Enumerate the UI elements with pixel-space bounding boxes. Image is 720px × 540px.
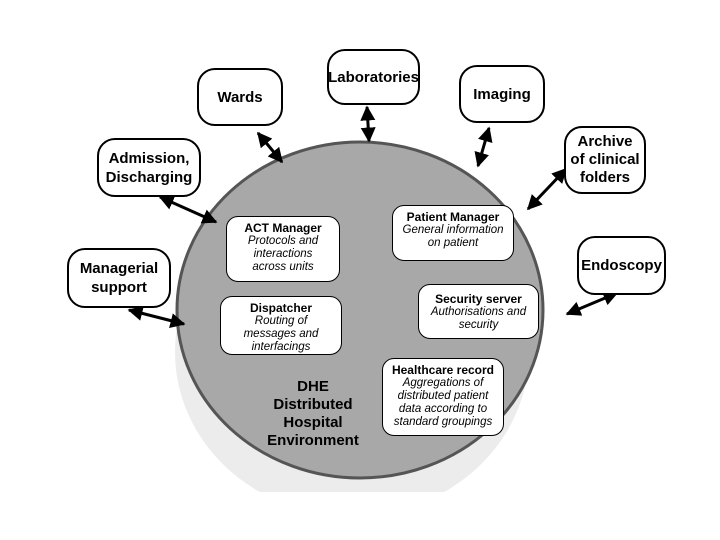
node-archive: Archive of clinical folders	[564, 126, 646, 194]
service-act-manager-title: ACT Manager	[244, 221, 322, 235]
node-managerial: Managerial support	[67, 248, 171, 308]
connector-managerial	[127, 306, 186, 328]
service-act-manager: ACT Manager Protocols and interactions a…	[226, 216, 340, 282]
service-healthcare-record-desc: Aggregations of distributed patient data…	[393, 377, 493, 428]
service-security-server-title: Security server	[435, 292, 522, 306]
service-dispatcher-desc: Routing of messages and interfacings	[243, 315, 319, 353]
connector-archive	[526, 167, 568, 211]
service-patient-manager-desc: General information on patient	[402, 224, 504, 249]
node-endoscopy: Endoscopy	[577, 236, 666, 295]
service-patient-manager: Patient Manager General information on p…	[392, 205, 514, 261]
service-act-manager-desc: Protocols and interactions across units	[247, 235, 319, 273]
node-admission: Admission, Discharging	[97, 138, 201, 197]
node-laboratories: Laboratories	[327, 49, 420, 105]
connector-imaging	[474, 126, 493, 168]
node-imaging: Imaging	[459, 65, 545, 123]
service-healthcare-record: Healthcare record Aggregations of distri…	[382, 358, 504, 436]
service-dispatcher: Dispatcher Routing of messages and inter…	[220, 296, 342, 355]
service-patient-manager-title: Patient Manager	[406, 210, 500, 224]
node-wards: Wards	[197, 68, 283, 126]
connector-endoscopy	[565, 291, 619, 316]
connector-wards	[256, 131, 284, 164]
service-dispatcher-title: Dispatcher	[249, 301, 313, 315]
dhe-label: DHE Distributed Hospital Environment	[267, 378, 359, 449]
connector-admission	[158, 195, 218, 224]
service-healthcare-record-title: Healthcare record	[391, 363, 495, 377]
connector-laboratories	[360, 105, 376, 143]
service-security-server: Security server Authorisations and secur…	[418, 284, 539, 339]
service-security-server-desc: Authorisations and security	[430, 306, 527, 331]
